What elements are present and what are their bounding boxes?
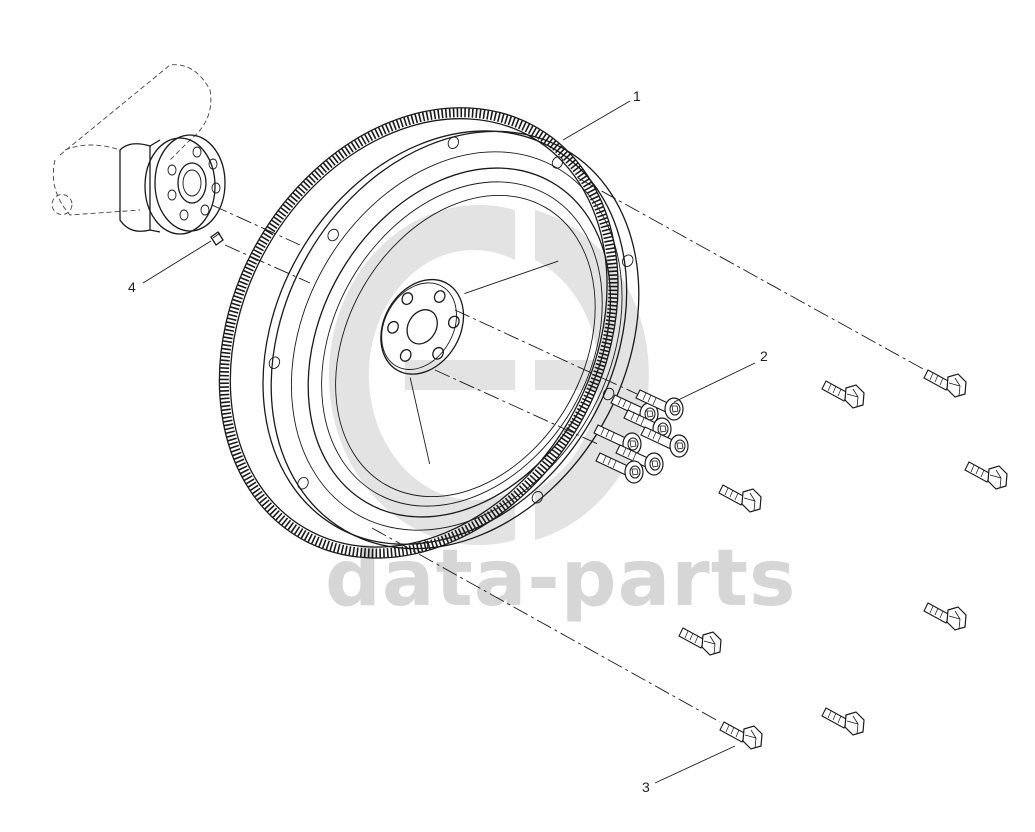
callout-label-4: 4 (128, 279, 136, 295)
callout-1: 1 (562, 88, 641, 141)
callout-label-1: 1 (633, 88, 641, 104)
callout-3: 3 (642, 745, 736, 795)
crankshaft-flange (51, 64, 226, 235)
dowel-pin (210, 231, 224, 246)
callout-label-2: 2 (760, 348, 768, 364)
assembly-axes (211, 177, 926, 723)
callout-2: 2 (673, 348, 768, 403)
watermark-logo: data-parts (325, 204, 796, 624)
watermark-text: data-parts (325, 534, 796, 624)
callout-label-3: 3 (642, 779, 650, 795)
callout-4: 4 (128, 240, 212, 295)
flywheel (218, 107, 640, 559)
